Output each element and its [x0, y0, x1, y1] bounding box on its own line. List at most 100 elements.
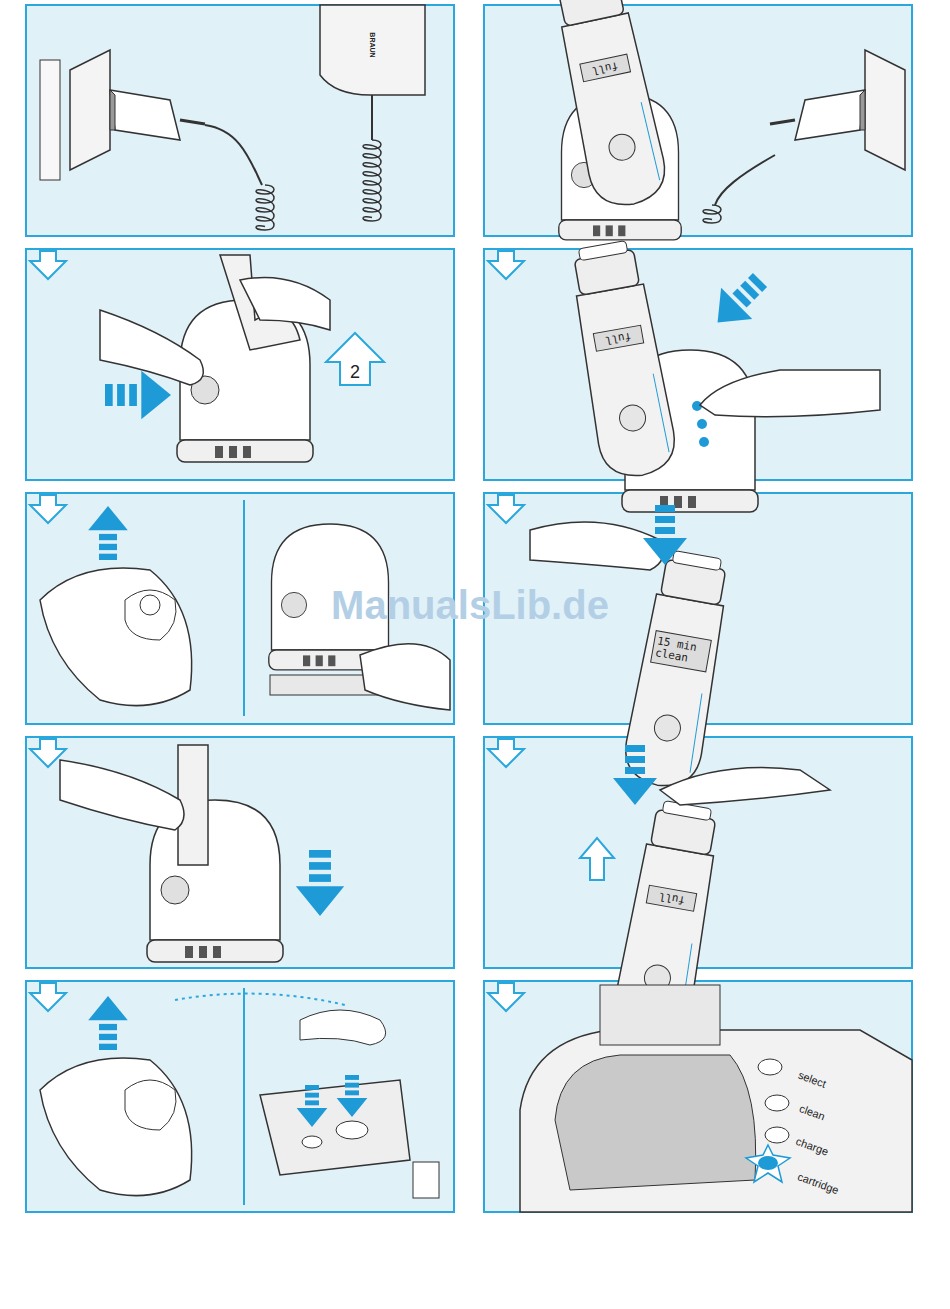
drawing-part — [559, 220, 681, 240]
station-closeup — [520, 1030, 912, 1212]
power-plug — [70, 50, 205, 170]
drawing-part — [297, 1108, 328, 1127]
drawing-part — [177, 440, 313, 462]
divider — [243, 500, 245, 716]
motion-arrow — [88, 996, 128, 1050]
drawing-part — [99, 534, 117, 540]
button — [697, 419, 707, 429]
drawing-part — [646, 885, 696, 911]
drawing-part — [860, 90, 865, 130]
step-panel — [484, 5, 912, 236]
drawing-part — [309, 862, 331, 870]
drawing-part — [185, 946, 193, 958]
drawing-part — [651, 631, 712, 672]
drawing-part — [199, 946, 207, 958]
hand — [360, 644, 450, 710]
drawing-part — [345, 1075, 359, 1080]
drawing-part — [558, 0, 624, 26]
cartridge-seal — [125, 1080, 176, 1130]
motion-arrow — [296, 850, 344, 916]
drawing-part — [117, 384, 125, 406]
button — [765, 1095, 789, 1111]
drawing-part — [140, 595, 160, 615]
hand — [530, 522, 663, 570]
drawing-part — [607, 132, 638, 163]
step-arrow — [488, 251, 524, 279]
brand-name: BRAUN — [368, 32, 375, 57]
step-panel — [26, 981, 454, 1212]
drawing-part — [618, 225, 625, 236]
hand — [240, 278, 330, 331]
drawing-part — [99, 1034, 117, 1040]
drawing-part — [653, 373, 669, 452]
shaver — [620, 548, 735, 792]
drawing-part — [652, 713, 682, 743]
power-plug — [770, 50, 905, 170]
drawing-part — [147, 940, 283, 962]
button — [758, 1156, 778, 1170]
drawing-part — [613, 778, 657, 805]
drawing-part — [593, 325, 643, 351]
drawing-part — [105, 384, 113, 406]
drawing-part — [702, 288, 752, 338]
hand — [60, 760, 184, 830]
drawing-part — [110, 90, 180, 140]
drawing-part — [655, 516, 675, 523]
drawing-part — [345, 1083, 359, 1088]
drawing-part — [215, 446, 223, 458]
drawing-part — [641, 102, 660, 181]
step-arrow — [30, 495, 66, 523]
drawing-part — [643, 538, 687, 565]
drawing-part — [688, 496, 696, 508]
cord — [715, 155, 775, 205]
motion-arrow — [88, 506, 128, 560]
hand — [40, 1058, 192, 1196]
drawing-part — [655, 505, 675, 512]
hand — [100, 310, 203, 385]
drawing-part — [161, 876, 189, 904]
step-panel — [26, 5, 454, 236]
motion-arrow — [643, 505, 687, 565]
drawing-part — [336, 1121, 368, 1139]
drawing-part — [99, 544, 117, 550]
bin-icon — [413, 1162, 439, 1198]
drawing-part — [309, 874, 331, 882]
drawing-part — [99, 1044, 117, 1050]
drawing-part — [674, 496, 682, 508]
drawing-part — [578, 241, 627, 261]
button — [699, 437, 709, 447]
drawing-part — [110, 90, 115, 130]
drawing-part — [625, 756, 645, 763]
drawing-part — [129, 384, 137, 406]
drawing-part — [309, 850, 331, 858]
motion-arrow — [337, 1075, 368, 1117]
drawing-part — [180, 120, 205, 124]
dotted-arrow — [175, 994, 345, 1005]
shaver — [548, 0, 671, 212]
drawing-part — [620, 593, 727, 791]
drawing-part — [865, 50, 905, 170]
motion-arrow — [105, 371, 171, 419]
drawing-part — [672, 551, 721, 571]
drawing-part — [305, 1093, 319, 1098]
drawing-part — [622, 490, 758, 512]
button — [758, 1059, 782, 1075]
cartridge-seal — [300, 1010, 386, 1045]
drawing-part — [625, 745, 645, 752]
blink-star — [746, 1145, 790, 1182]
step-panel — [26, 737, 454, 968]
drawing-part — [303, 655, 310, 666]
drawing-part — [580, 54, 631, 82]
drawing-part — [99, 554, 117, 560]
drawing-part — [328, 655, 335, 666]
hand — [40, 568, 192, 706]
drawing-part — [770, 120, 795, 124]
watermark: ManualsLib.de — [331, 584, 609, 626]
hollow-arrow — [326, 333, 384, 385]
drawing-part — [337, 1098, 368, 1117]
drawing-part — [655, 527, 675, 534]
drawing-part — [316, 655, 323, 666]
drawing-part — [345, 1090, 359, 1095]
hollow-arrow — [580, 838, 614, 880]
motion-arrow — [297, 1085, 328, 1127]
